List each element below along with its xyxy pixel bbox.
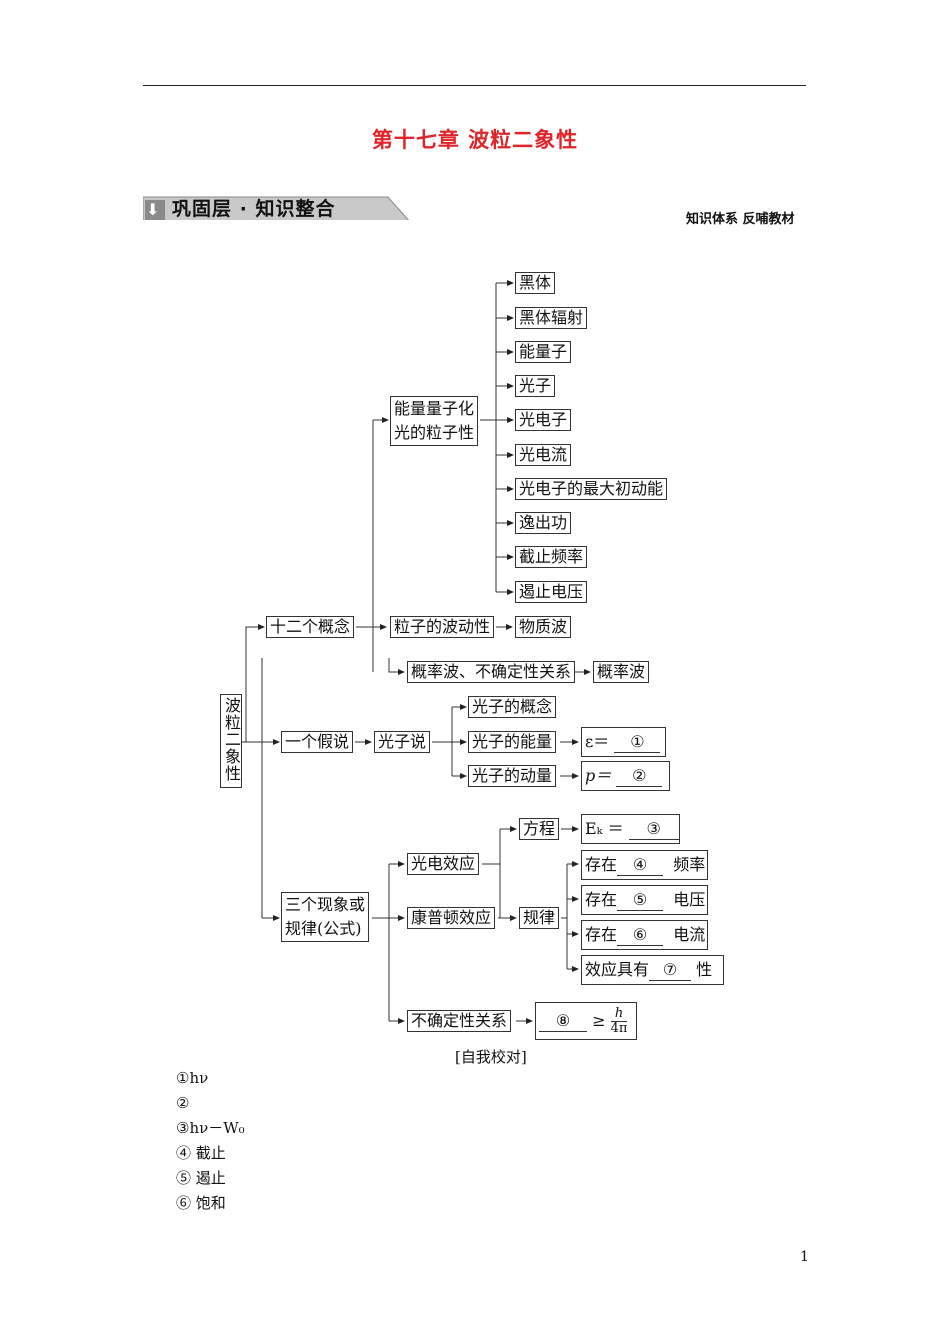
node-photoelectric: 光电效应 [407, 853, 480, 875]
node-concepts: 十二个概念 [266, 616, 355, 638]
law-item-pre: 效应具有 [585, 960, 650, 979]
formula-momentum: p＝ ② [581, 761, 670, 791]
chapter-title: 第十七章 波粒二象性 [371, 128, 579, 152]
fraction: h 4π [610, 1007, 628, 1036]
section-banner-title: 巩固层 · 知识整合 [172, 198, 336, 220]
node-phenomena-line2: 规律(公式) [285, 919, 362, 938]
blank-6: ⑥ [617, 925, 664, 946]
concept-item: 逸出功 [515, 512, 572, 534]
root-node: 波粒二象性 [220, 694, 242, 788]
node-photon-energy: 光子的能量 [468, 731, 557, 753]
node-equation: 方程 [519, 818, 560, 840]
blank-4: ④ [617, 855, 664, 876]
formula-uncertainty: ⑧ ≥ h 4π [535, 1002, 637, 1040]
node-matter-wave: 物质波 [515, 616, 572, 638]
law-item-pre: 存在 [585, 855, 618, 874]
formula-uncertainty-op: ≥ [592, 1011, 606, 1030]
node-photon-concept: 光子的概念 [468, 696, 557, 718]
node-uncertainty: 不确定性关系 [407, 1010, 512, 1032]
banner-shape [143, 196, 410, 220]
node-quantization-line2: 光的粒子性 [394, 423, 475, 442]
formula-energy-lhs: ε＝ [585, 732, 610, 751]
node-photon-theory: 光子说 [374, 731, 431, 753]
download-icon: ⬇ [146, 200, 160, 219]
answer-line: ③hν－W₀ [176, 1119, 245, 1137]
law-item-post: 性 [696, 960, 713, 979]
answer-line: ⑤ 遏止 [176, 1169, 226, 1187]
node-phenomena-line1: 三个现象或 [285, 895, 366, 914]
concept-item: 光电子 [515, 409, 572, 431]
node-quantization: 能量量子化 光的粒子性 [390, 396, 479, 446]
node-phenomena: 三个现象或 规律(公式) [281, 892, 370, 942]
node-photon-momentum: 光子的动量 [468, 765, 557, 787]
formula-equation-lhs: Eₖ ＝ [585, 819, 624, 838]
concept-item: 光子 [515, 375, 556, 397]
concept-item: 黑体 [515, 272, 556, 294]
answer-line: ①hν [176, 1069, 209, 1087]
blank-5: ⑤ [617, 890, 664, 911]
formula-equation: Eₖ ＝ ③ [581, 814, 680, 844]
root-label: 波粒二象性 [222, 697, 241, 782]
blank-1: ① [614, 732, 661, 753]
concept-item: 光电流 [515, 444, 572, 466]
node-law: 规律 [519, 907, 560, 929]
concept-item: 截止频率 [515, 546, 588, 568]
law-item-post: 频率 [673, 855, 706, 874]
answer-line: ② [176, 1094, 190, 1112]
self-check-caption: [自我校对] [455, 1048, 527, 1066]
node-probability-wave: 概率波 [593, 661, 650, 683]
node-quantization-line1: 能量量子化 [394, 399, 475, 418]
concept-item: 光电子的最大初动能 [515, 478, 668, 500]
page-number: 1 [800, 1249, 809, 1265]
fraction-numerator: h [610, 1007, 628, 1022]
node-probability: 概率波、不确定性关系 [407, 661, 576, 683]
section-banner-subtitle: 知识体系 反哺教材 [686, 212, 795, 227]
law-item-pre: 存在 [585, 890, 618, 909]
top-rule [143, 85, 806, 86]
node-hypothesis: 一个假说 [281, 731, 354, 753]
blank-7: ⑦ [649, 960, 692, 981]
blank-3: ③ [628, 819, 679, 840]
concept-item: 遏止电压 [515, 581, 588, 603]
answer-line: ④ 截止 [176, 1144, 226, 1162]
law-item-post: 电流 [673, 925, 706, 944]
law-item-post: 电压 [673, 890, 706, 909]
law-item-pre: 存在 [585, 925, 618, 944]
formula-energy: ε＝ ① [581, 727, 666, 757]
blank-2: ② [616, 766, 663, 787]
fraction-denominator: 4π [610, 1021, 628, 1036]
node-compton: 康普顿效应 [407, 907, 496, 929]
blank-8: ⑧ [539, 1011, 587, 1032]
concept-item: 黑体辐射 [515, 307, 588, 329]
node-particle-wave: 粒子的波动性 [390, 616, 495, 638]
concept-item: 能量子 [515, 341, 572, 363]
answer-line: ⑥ 饱和 [176, 1194, 226, 1212]
formula-momentum-lhs: p＝ [585, 766, 612, 785]
